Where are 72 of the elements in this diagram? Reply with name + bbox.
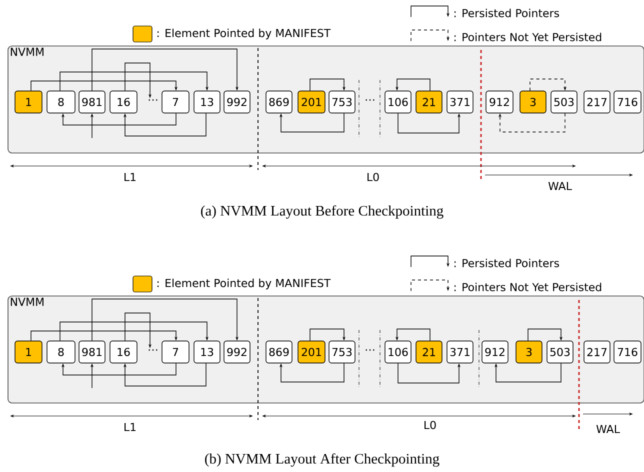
pointer-arrow (123, 363, 206, 386)
caption: (a) NVMM Layout Before Checkpointing (201, 205, 444, 219)
level-label: L0 (424, 420, 436, 430)
element-box: 3 (516, 340, 542, 364)
element-box: 3 (520, 90, 546, 114)
pointer-arrow (61, 113, 176, 126)
pointer-arrow (92, 298, 239, 341)
pointer-arrow (528, 328, 563, 341)
element-box: 7 (162, 90, 190, 114)
element-box: 371 (446, 340, 474, 364)
element-box: 869 (266, 90, 292, 114)
level-label: WAL (548, 182, 572, 190)
pointer-arrow (279, 363, 344, 382)
ellipsis: … (148, 349, 158, 351)
legend-text: : Persisted Pointers (454, 8, 559, 18)
level-label: WAL (596, 425, 620, 434)
element-box: 503 (546, 340, 574, 364)
ellipsis: … (148, 99, 158, 101)
element-box: 716 (614, 90, 642, 114)
element-box: 7 (162, 340, 190, 364)
pointer-arrow (123, 113, 206, 136)
level-label: L0 (368, 172, 379, 182)
pointer-arrow (310, 328, 346, 341)
legend-text: : Element Pointed by MANIFEST (158, 278, 331, 290)
level-label: L1 (124, 173, 136, 182)
element-box: 753 (328, 340, 356, 364)
element-box: 21 (416, 90, 442, 114)
element-box: 716 (614, 340, 642, 364)
element-box: 106 (384, 90, 412, 114)
element-box: 992 (224, 340, 250, 364)
element-box: 1 (14, 90, 42, 114)
element-box: 21 (416, 340, 442, 364)
element-box: 106 (384, 340, 412, 364)
pointer-arrow (498, 113, 566, 132)
pointer-arrow (92, 48, 239, 91)
element-box: 1 (14, 340, 42, 364)
element-box: 371 (446, 90, 474, 114)
legend-text: : Element Pointed by MANIFEST (158, 28, 331, 40)
element-box: 912 (482, 340, 508, 364)
pointer-arrow (60, 322, 209, 341)
pointer-arrow (30, 330, 178, 341)
element-box: 503 (550, 90, 578, 114)
element-box: 992 (224, 90, 250, 114)
element-box: 753 (328, 90, 356, 114)
ellipsis: … (366, 349, 374, 351)
element-box: 217 (584, 340, 610, 364)
element-box: 201 (298, 90, 326, 114)
legend-text: : Pointers Not Yet Persisted (454, 282, 602, 292)
legend-text: : Persisted Pointers (454, 258, 559, 268)
element-box: 981 (78, 340, 106, 364)
element-box: 8 (46, 90, 76, 114)
caption: (b) NVMM Layout After Checkpointing (205, 453, 440, 467)
pointer-arrow (30, 80, 178, 91)
element-box: 981 (78, 90, 106, 114)
element-box: 8 (46, 340, 76, 364)
pointer-arrow (494, 363, 562, 382)
element-box: 201 (298, 340, 326, 364)
level-label: L1 (124, 423, 136, 432)
element-box: 13 (194, 340, 220, 364)
pointer-arrow (60, 72, 209, 91)
legend-text: : Pointers Not Yet Persisted (454, 32, 602, 42)
element-box: 16 (110, 90, 138, 114)
element-box: 13 (194, 90, 220, 114)
element-box: 16 (110, 340, 138, 364)
ellipsis: … (366, 99, 374, 101)
pointer-arrow (310, 78, 346, 91)
element-box: 869 (266, 340, 292, 364)
element-box: 912 (486, 90, 514, 114)
pointer-arrow (61, 363, 176, 376)
pointer-arrow (279, 113, 344, 132)
element-box: 217 (584, 90, 610, 114)
pointer-arrow (530, 78, 567, 91)
